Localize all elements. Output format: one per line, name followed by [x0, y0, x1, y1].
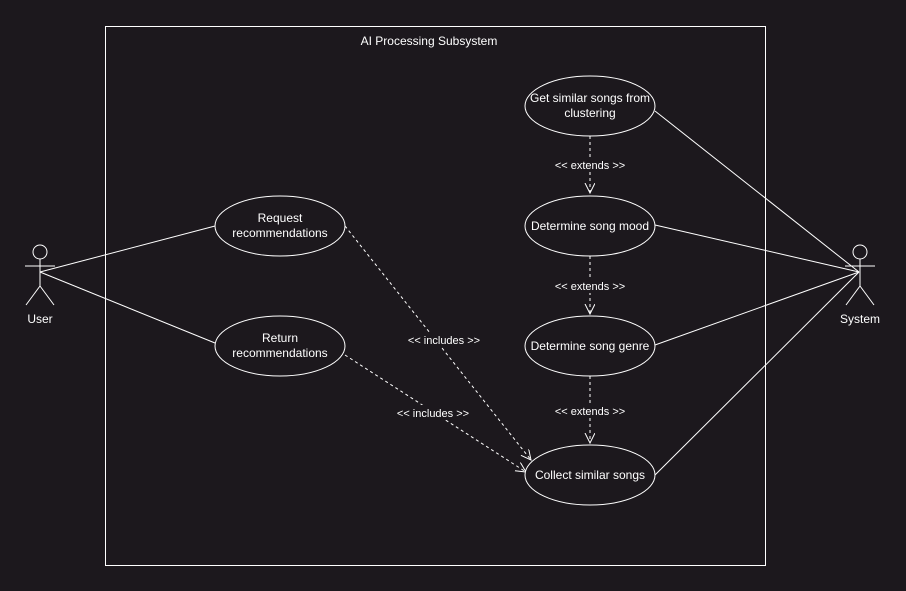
stick-figure-icon	[845, 244, 875, 306]
includes-label-1: << includes >>	[408, 335, 480, 347]
use-case-request-recommendations[interactable]: Request recommendations	[214, 195, 346, 257]
use-case-label: Determine song genre	[531, 339, 650, 353]
association-system-collect	[654, 271, 860, 476]
stick-figure-icon	[25, 244, 55, 306]
actor-system-label: System	[840, 312, 880, 326]
use-case-return-recommendations[interactable]: Return recommendations	[214, 315, 346, 377]
actor-user-label: User	[27, 312, 52, 326]
system-boundary	[105, 26, 766, 566]
use-case-label-line1: Request	[258, 211, 303, 225]
association-user-return	[39, 271, 216, 344]
actor-system[interactable]: System	[840, 244, 880, 326]
use-case-label: Determine song mood	[531, 219, 649, 233]
extends-label-1: << extends >>	[555, 160, 625, 172]
includes-arrow-request-collect	[344, 225, 531, 460]
use-case-collect-similar-songs[interactable]: Collect similar songs	[524, 444, 656, 506]
association-user-request	[39, 225, 216, 273]
association-system-mood	[654, 224, 860, 273]
use-case-label-line1: Get similar songs from	[530, 91, 650, 105]
use-case-label-line2: clustering	[564, 106, 615, 120]
includes-label-2: << includes >>	[397, 408, 469, 420]
use-case-label: Collect similar songs	[535, 468, 645, 482]
use-case-determine-song-genre[interactable]: Determine song genre	[524, 315, 656, 377]
system-boundary-title: AI Processing Subsystem	[361, 34, 498, 48]
use-case-determine-song-mood[interactable]: Determine song mood	[524, 195, 656, 257]
actor-user[interactable]: User	[25, 244, 55, 326]
extends-label-2: << extends >>	[555, 281, 625, 293]
association-system-genre	[654, 271, 860, 346]
use-case-get-similar-songs-from-clustering[interactable]: Get similar songs from clustering	[524, 75, 656, 137]
use-case-label-line2: recommendations	[232, 346, 327, 360]
use-case-label-line1: Return	[262, 331, 298, 345]
association-system-clustering	[654, 110, 860, 273]
extends-label-3: << extends >>	[555, 406, 625, 418]
use-case-label-line2: recommendations	[232, 226, 327, 240]
